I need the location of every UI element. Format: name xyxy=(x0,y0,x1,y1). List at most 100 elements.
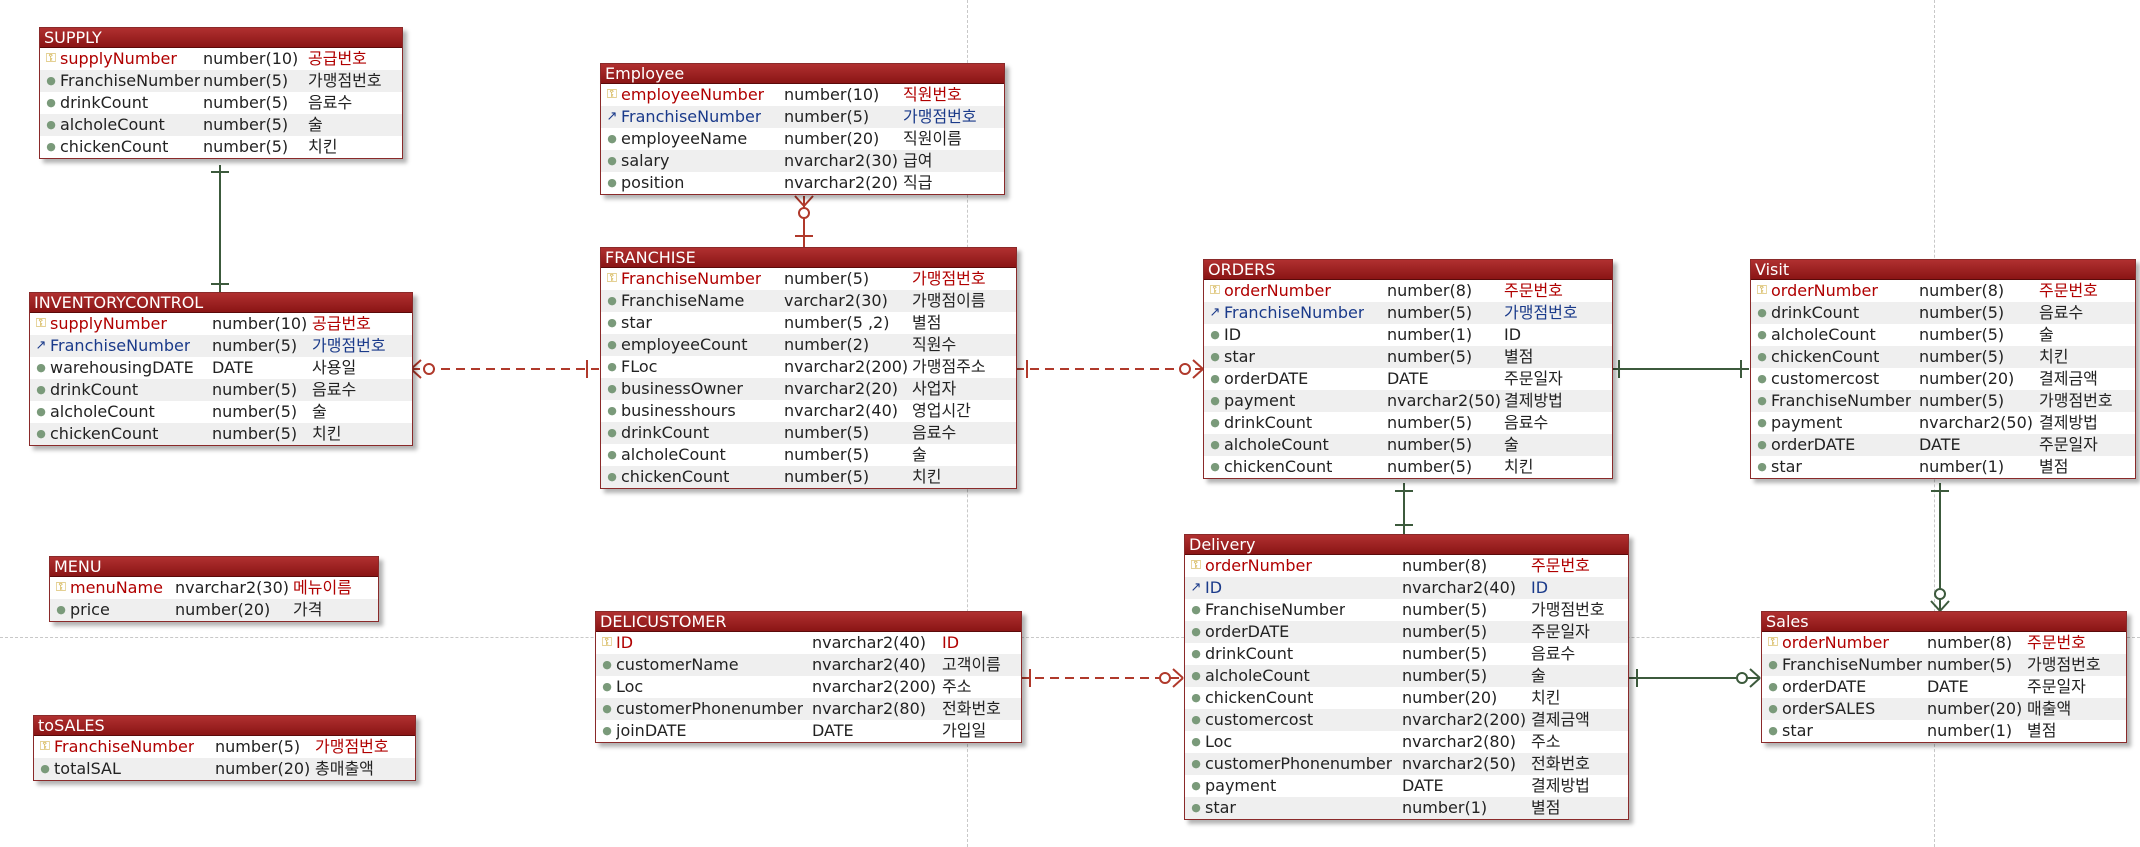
column-comment: 별점 xyxy=(1504,347,1534,366)
column-name: chickenCount xyxy=(1771,347,1880,366)
column-comment: ID xyxy=(1531,578,1549,597)
primary-key-icon: ⚿ xyxy=(1210,283,1220,298)
column-type: number(5) xyxy=(212,380,298,399)
column-type: nvarchar2(80) xyxy=(1402,732,1516,751)
relationship-orders-visit xyxy=(1611,360,1749,378)
column-name: chickenCount xyxy=(50,424,159,443)
column-type: number(20) xyxy=(1927,699,2023,718)
column-icon: ● xyxy=(1210,438,1220,451)
column-type: number(5) xyxy=(1919,325,2005,344)
column-type: number(5) xyxy=(1387,347,1473,366)
column-comment: 가입일 xyxy=(942,721,987,740)
column-type: nvarchar2(200) xyxy=(784,357,909,376)
column-comment: 메뉴이름 xyxy=(293,578,352,597)
table-title: toSALES xyxy=(34,716,415,736)
column-comment: ID xyxy=(1504,325,1522,344)
column-name: star xyxy=(1224,347,1255,366)
